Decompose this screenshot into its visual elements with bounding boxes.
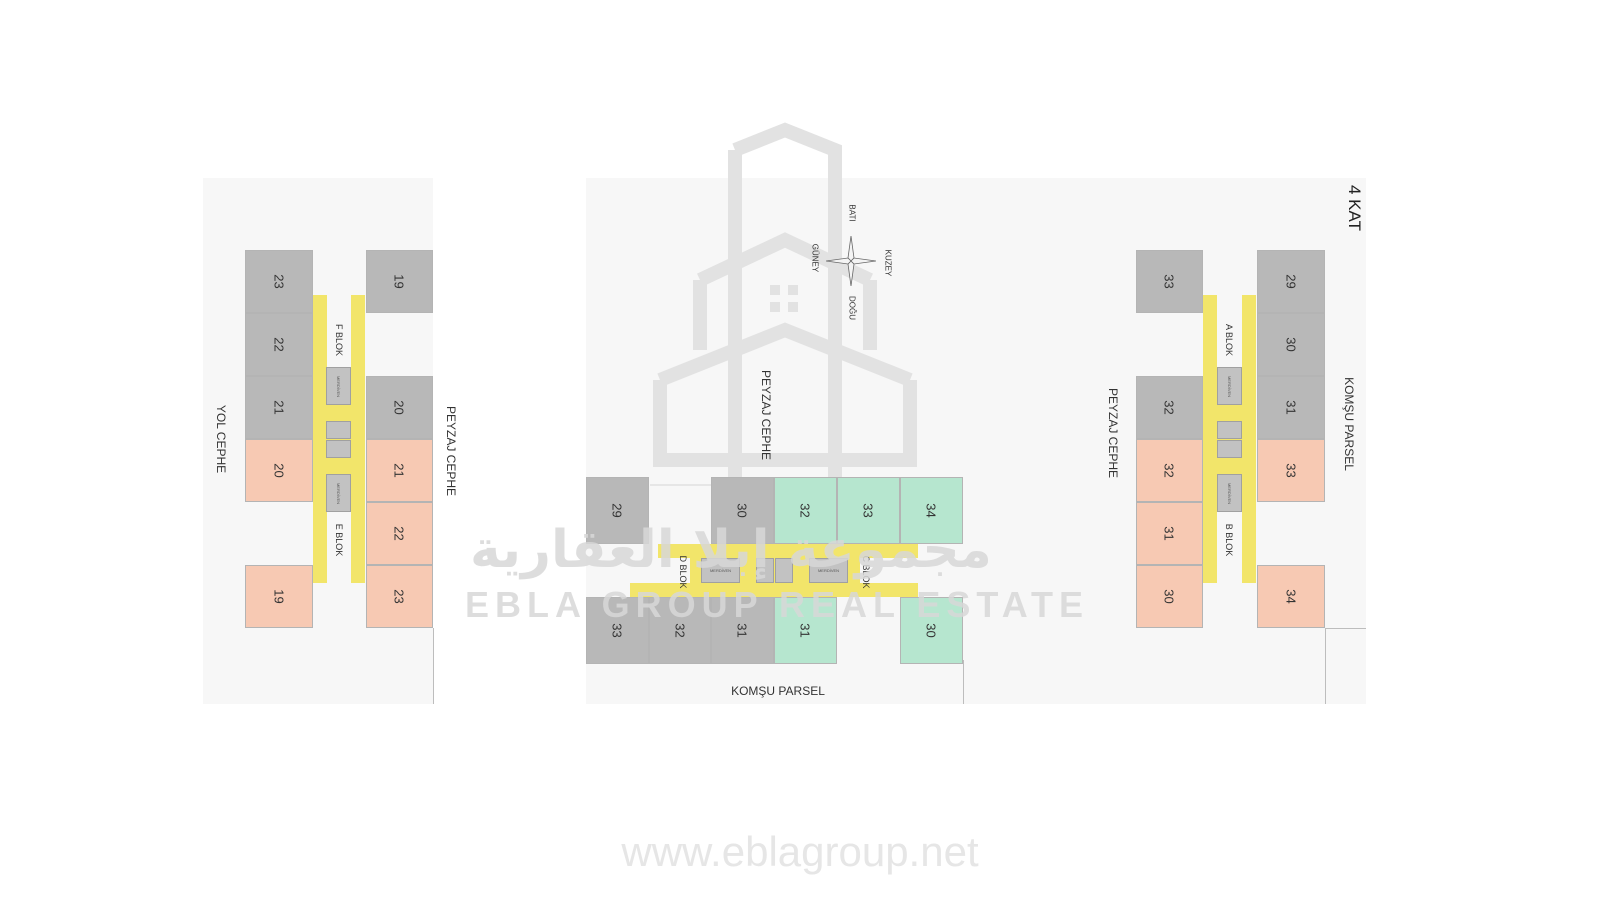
stair-core: MERDİVEN [809,558,848,583]
apartment-unit[interactable]: 32 [649,597,711,664]
apartment-unit[interactable]: 21 [366,439,433,502]
facade-label-left-inner: PEYZAJ CEPHE [444,405,458,497]
apartment-unit[interactable]: 20 [366,376,433,439]
facade-label-left-outer: YOL CEPHE [214,404,228,474]
watermark-arabic: مجموعة إبلا العقارية [470,520,992,580]
stair-core: MERDİVEN [326,367,351,405]
facade-label-center-top: PEYZAJ CEPHE [759,369,773,461]
facade-label-right-outer: KOMŞU PARSEL [1342,377,1356,471]
apartment-unit[interactable]: 33 [586,597,649,664]
parcel-line [433,628,434,704]
elevator-core [326,421,351,439]
parcel-line [1325,628,1366,629]
compass-north: KUZEY [883,249,893,277]
apartment-unit[interactable]: 19 [245,565,313,628]
floor-label: 4 KAT [1345,185,1364,231]
apartment-unit[interactable]: 23 [366,565,433,628]
apartment-unit[interactable]: 34 [1257,565,1325,628]
apartment-unit[interactable]: 22 [245,313,313,376]
apartment-unit[interactable]: 29 [586,477,649,544]
stair-core: MERDİVEN [1217,367,1242,405]
apartment-unit[interactable]: 31 [711,597,774,664]
apartment-unit[interactable]: 32 [1136,439,1203,502]
apartment-unit[interactable]: 34 [900,477,963,544]
watermark-latin: EBLA GROUP REAL ESTATE [465,584,1090,625]
apartment-unit[interactable]: 29 [1257,250,1325,313]
apartment-unit[interactable]: 30 [1136,565,1203,628]
apartment-unit[interactable]: 23 [245,250,313,313]
stair-core: MERDİVEN [326,474,351,512]
block-label-a: A BLOK [1224,323,1234,357]
elevator-core [1217,421,1242,439]
compass-rose-icon [826,236,876,286]
facade-label-right-inner: PEYZAJ CEPHE [1106,387,1120,479]
block-label-f: F BLOK [334,323,344,357]
apartment-unit[interactable]: 32 [1136,376,1203,439]
apartment-unit[interactable]: 31 [1257,376,1325,439]
apartment-unit[interactable]: 21 [245,376,313,439]
apartment-unit[interactable]: 19 [366,250,433,313]
apartment-unit[interactable]: 33 [837,477,900,544]
watermark-url: www.eblagroup.net [621,828,979,875]
compass-west: BATI [847,204,857,222]
apartment-unit[interactable]: 33 [1136,250,1203,313]
parcel-line [963,660,964,704]
elevator-core [1217,440,1242,458]
apartment-unit[interactable]: 31 [774,597,837,664]
compass-east: DOĞU [847,296,857,320]
apartment-unit[interactable]: 31 [1136,502,1203,565]
apartment-unit[interactable]: 30 [1257,313,1325,376]
stair-core: MERDİVEN [701,558,740,583]
elevator-core [756,558,774,583]
parcel-line [1325,628,1326,704]
block-label-e: E BLOK [334,523,344,557]
apartment-unit[interactable]: 32 [774,477,837,544]
elevator-core [775,558,793,583]
ebla-logo-watermark [650,122,930,490]
compass-south: GÜNEY [810,243,820,273]
elevator-core [326,440,351,458]
facade-label-center-bottom: KOMŞU PARSEL [731,684,825,698]
stair-core: MERDİVEN [1217,474,1242,512]
apartment-unit[interactable]: 33 [1257,439,1325,502]
apartment-unit[interactable]: 22 [366,502,433,565]
apartment-unit[interactable]: 20 [245,439,313,502]
block-label-b: B BLOK [1224,523,1234,557]
apartment-unit[interactable]: 30 [900,597,963,664]
apartment-unit[interactable]: 30 [711,477,774,544]
